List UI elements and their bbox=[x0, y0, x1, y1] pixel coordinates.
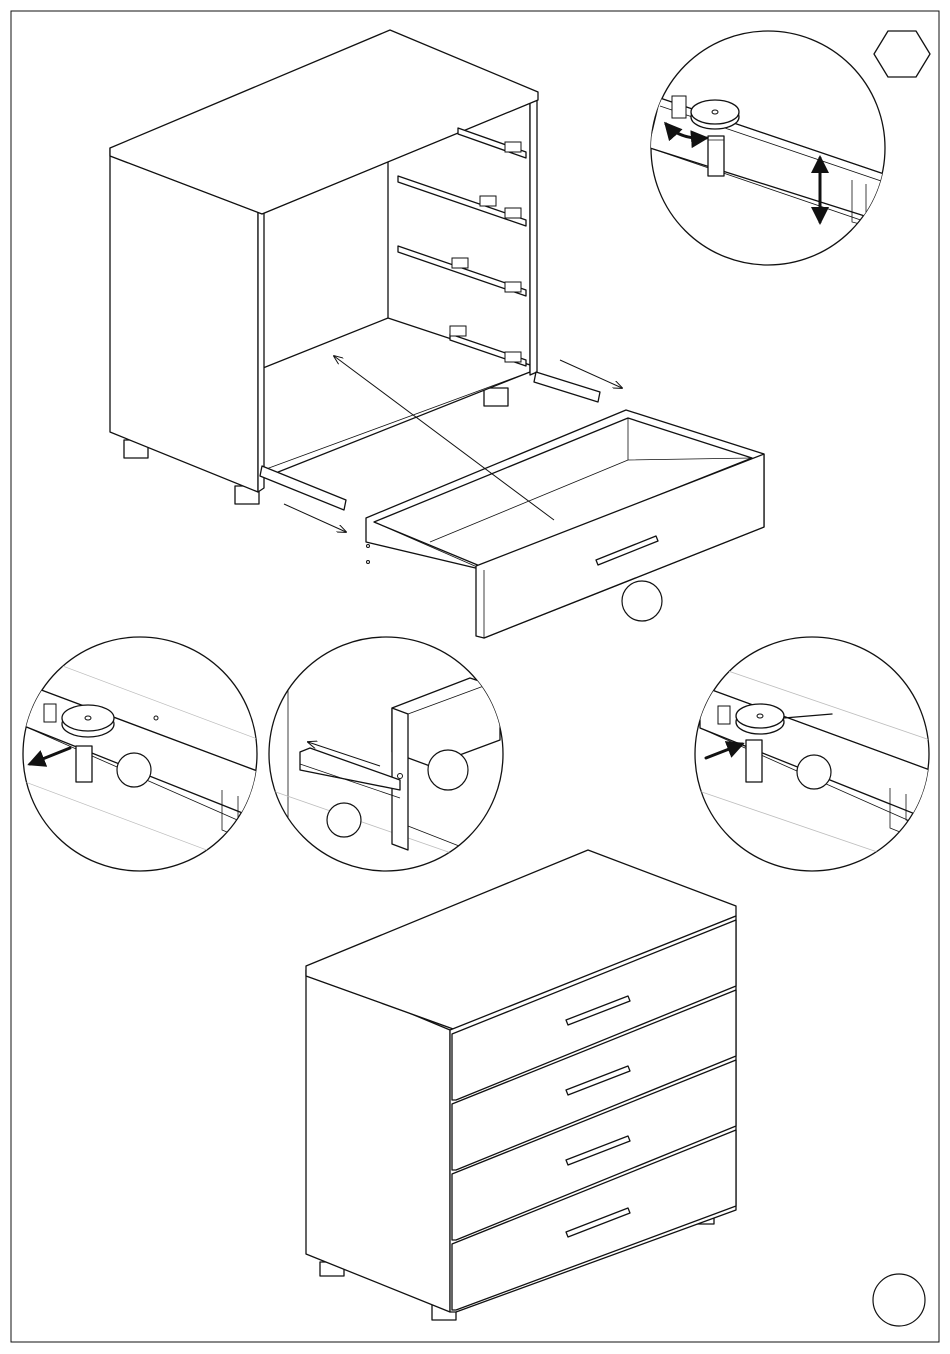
part-marker bbox=[622, 581, 662, 621]
detail-rail-slide bbox=[269, 637, 503, 880]
detail-lock-adjuster bbox=[695, 637, 930, 871]
assembled-chest bbox=[306, 850, 736, 1320]
part-marker bbox=[797, 755, 831, 789]
cabinet-foot bbox=[484, 388, 508, 406]
part-marker bbox=[873, 1274, 925, 1326]
chest-side bbox=[306, 970, 450, 1312]
detail-adjust-height bbox=[650, 31, 890, 265]
cabinet-right-side bbox=[530, 96, 537, 375]
part-marker bbox=[428, 750, 468, 790]
detail-release-adjuster bbox=[20, 637, 260, 871]
rail-right bbox=[534, 372, 600, 402]
part-marker bbox=[117, 753, 151, 787]
hexagon-icon bbox=[874, 31, 930, 77]
rail-left bbox=[260, 466, 346, 510]
part-marker bbox=[327, 803, 361, 837]
